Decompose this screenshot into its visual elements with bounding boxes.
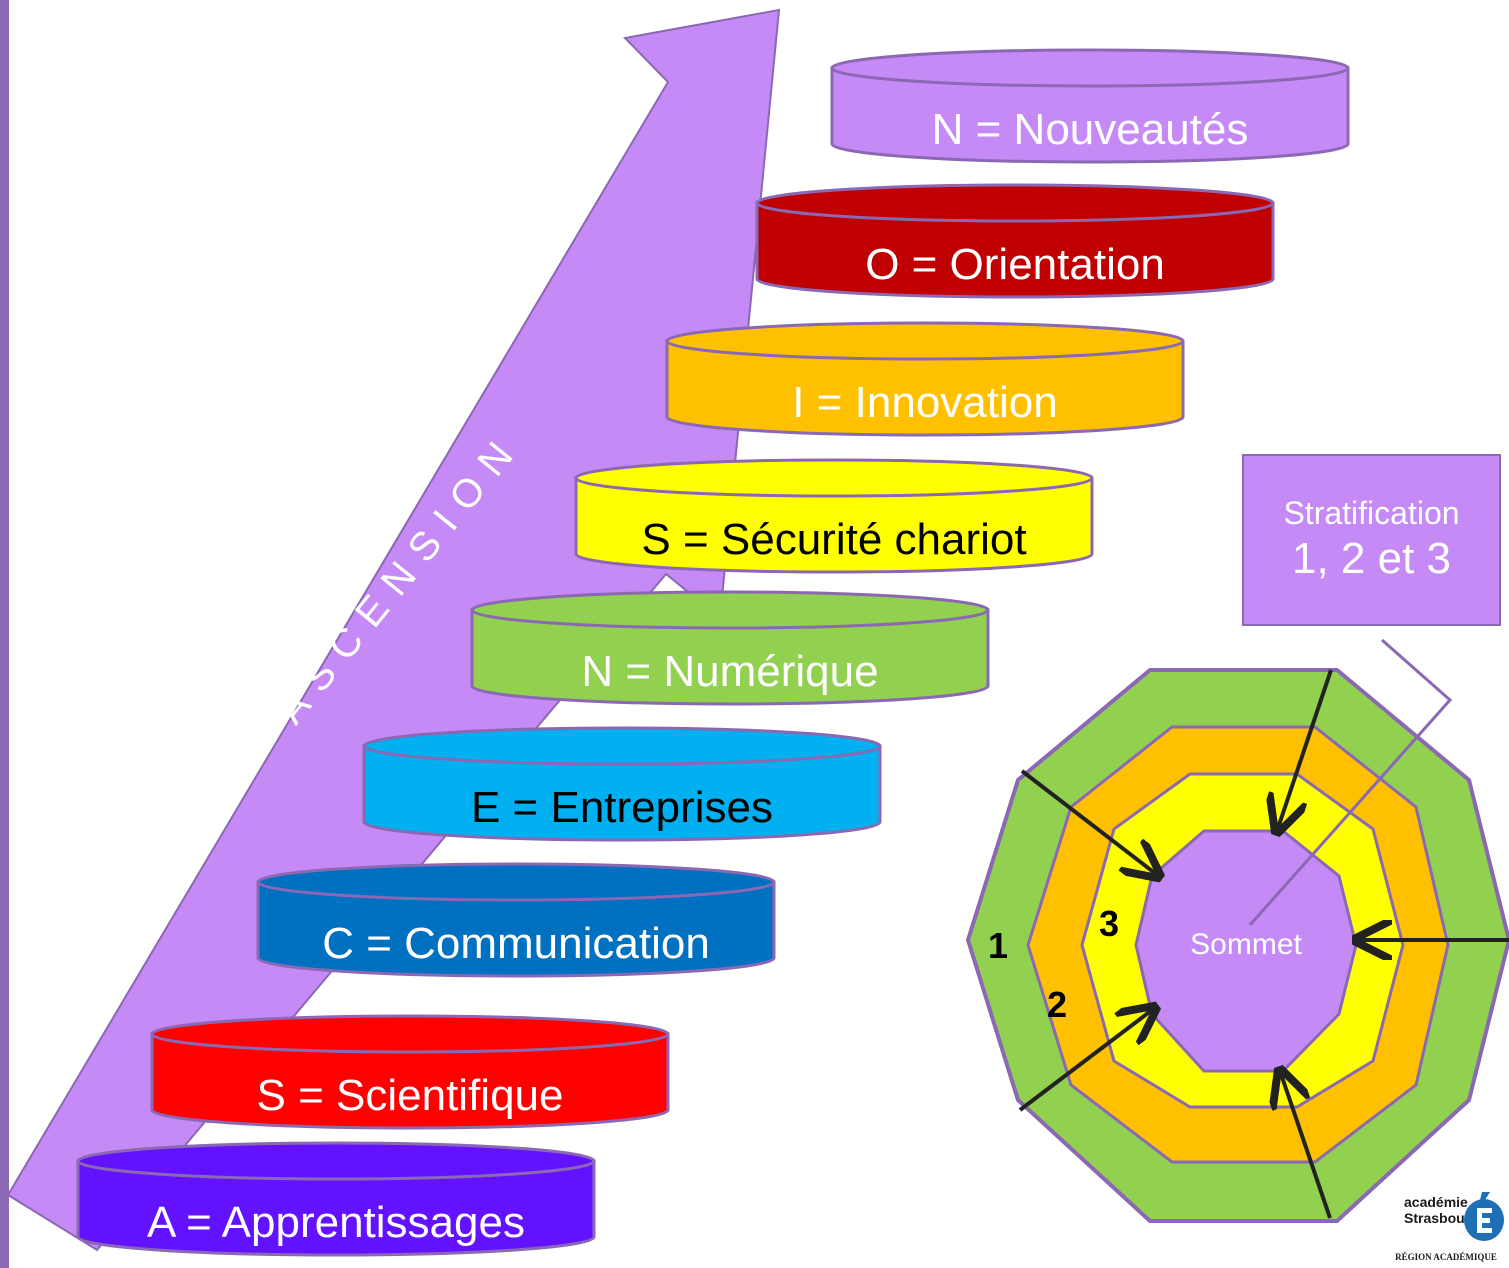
pointer-arrow-left-bottom [1018, 1010, 1152, 1112]
tier-apprentissages-top [76, 1141, 596, 1181]
tier-innovation-label: I = Innovation [792, 378, 1058, 427]
tier-numerique-body [470, 608, 990, 706]
tier-nouveautes-label: N = Nouveautés [931, 105, 1249, 154]
tier-entreprises [362, 726, 882, 842]
ring-number-3: 3 [1099, 903, 1120, 944]
academie-strasbourg-logo-icon: académie Strasbourg RÉGION ACADÉMIQUE [1384, 1178, 1508, 1268]
pointer-arrow-top [1278, 669, 1333, 828]
tier-nouveautes-top [830, 48, 1350, 88]
ring-number-1: 1 [988, 925, 1009, 966]
tier-entreprises-top [362, 726, 882, 766]
tier-nouveautes [830, 48, 1350, 164]
tier-innovation-body [665, 339, 1185, 437]
stratification-box: Stratification 1, 2 et 3 [1242, 454, 1501, 626]
logo-e-icon [1464, 1192, 1504, 1241]
tier-securite-chariot [574, 458, 1094, 574]
tier-scientifique [150, 1014, 670, 1130]
tier-communication-top [256, 862, 776, 902]
octagon-center-label: Sommet [1190, 928, 1302, 961]
tier-numerique [470, 590, 990, 706]
tier-scientifique-top [150, 1014, 670, 1054]
tier-numerique-top [470, 590, 990, 630]
ring-number-2: 2 [1047, 984, 1068, 1025]
tier-innovation [665, 321, 1185, 437]
tier-orientation-body [755, 201, 1275, 299]
tier-communication-body [256, 880, 776, 978]
tier-scientifique-body [150, 1032, 670, 1130]
tier-innovation-top [665, 321, 1185, 361]
stratification-title: Stratification [1283, 495, 1460, 532]
pointer-arrow-left-top [1020, 769, 1156, 874]
left-accent-bar [0, 0, 9, 1268]
tier-communication-label: C = Communication [322, 919, 710, 968]
logo-line-academie: académie [1404, 1194, 1468, 1210]
tier-orientation-top [755, 183, 1275, 223]
tier-securite-chariot-top [574, 458, 1094, 498]
tier-apprentissages-body [76, 1159, 596, 1257]
tier-orientation-label: O = Orientation [865, 240, 1165, 289]
tier-communication [256, 862, 776, 978]
tier-entreprises-label: E = Entreprises [470, 783, 774, 832]
callout-connector [1248, 638, 1453, 926]
tier-securite-chariot-label: S = Sécurité chariot [641, 515, 1027, 564]
ascension-arrow [6, 8, 781, 1252]
pointer-arrow-bottom [1281, 1074, 1332, 1219]
logo-line-region: RÉGION ACADÉMIQUE [1395, 1252, 1497, 1262]
tier-securite-chariot-body [574, 476, 1094, 574]
tier-apprentissages-label: A = Apprentissages [147, 1198, 525, 1247]
tier-apprentissages [76, 1141, 596, 1257]
logo-line-strasbourg: Strasbourg [1404, 1210, 1479, 1226]
tier-orientation [755, 183, 1275, 299]
tier-scientifique-label: S = Scientifique [256, 1071, 564, 1120]
tier-entreprises-body [362, 744, 882, 842]
tier-numerique-label: N = Numérique [581, 647, 879, 696]
stratification-values: 1, 2 et 3 [1291, 533, 1451, 583]
tier-nouveautes-body [830, 66, 1350, 164]
